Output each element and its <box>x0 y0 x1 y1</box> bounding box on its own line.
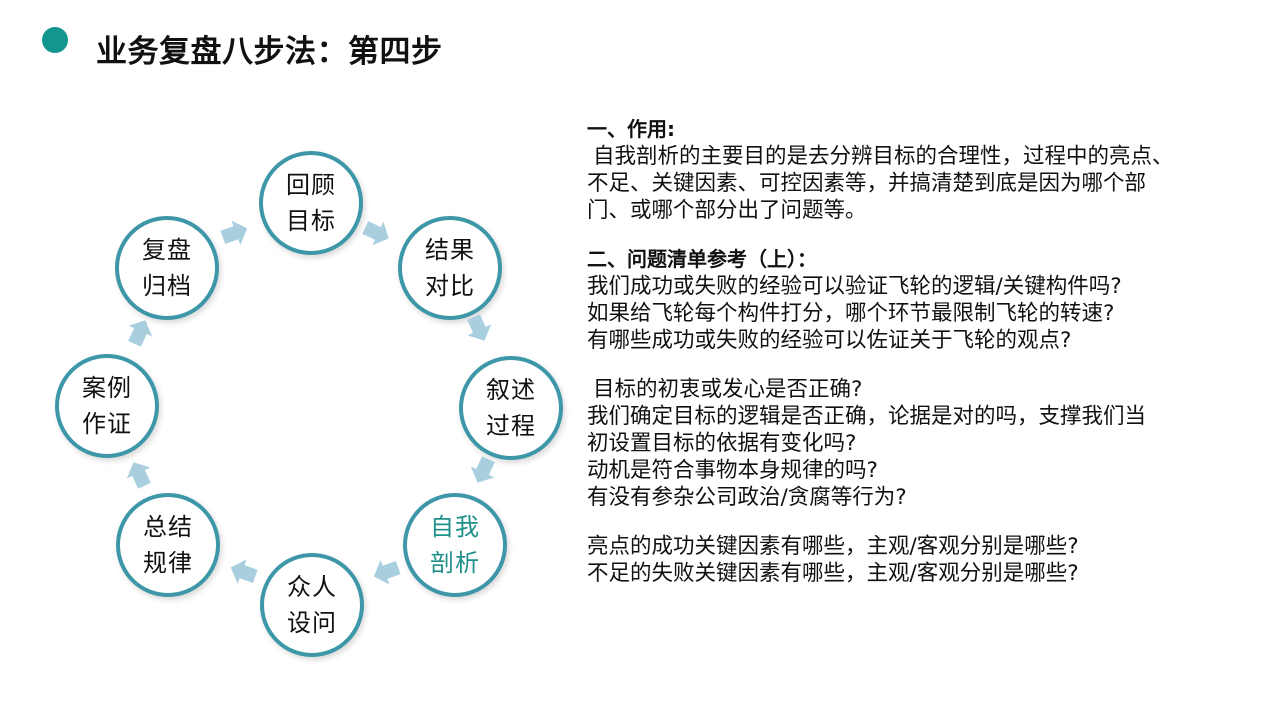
node-label-line1: 结果 <box>425 236 475 264</box>
node-label-line1: 案例 <box>82 374 132 402</box>
review-cycle-diagram: 回顾 目标 结果 对比 叙述 过程 自我 剖析 众人 设问 总结 规律 案例 作… <box>0 0 580 719</box>
step-4-self-analysis-node: 自我 剖析 <box>403 493 507 597</box>
node-label-line2: 对比 <box>425 272 475 300</box>
arrow-right-icon <box>357 213 397 253</box>
step-7-case-evidence-node: 案例 作证 <box>55 354 159 458</box>
question-line: 如果给飞轮每个构件打分，哪个环节最限制飞轮的转速? <box>587 301 1115 326</box>
node-label-line1: 回顾 <box>286 171 336 199</box>
step-8-archive-review-node: 复盘 归档 <box>115 216 219 320</box>
arrow-up-icon <box>120 312 160 352</box>
arrow-right-icon <box>216 214 254 252</box>
node-label-line2: 规律 <box>143 549 193 577</box>
arrow-left-icon <box>367 553 405 591</box>
step-5-group-questions-node: 众人 设问 <box>260 553 364 657</box>
question-line: 初设置目标的依据有变化吗? <box>587 431 857 456</box>
arrow-up-icon <box>119 454 159 494</box>
node-label-line1: 众人 <box>287 573 337 601</box>
step-2-compare-results-node: 结果 对比 <box>398 216 502 320</box>
node-label-line2: 归档 <box>142 272 192 300</box>
question-line: 我们确定目标的逻辑是否正确，论据是对的吗，支撑我们当 <box>587 404 1147 429</box>
purpose-text-line: 不足、关键因素、可控因素等，并搞清楚到底是因为哪个部 <box>587 171 1147 196</box>
node-label-line2: 过程 <box>486 412 536 440</box>
node-label-line1: 自我 <box>430 513 480 541</box>
node-label-line2: 目标 <box>286 207 336 235</box>
node-label-line1: 总结 <box>143 513 193 541</box>
node-label-line1: 复盘 <box>142 236 192 264</box>
step-6-summarize-patterns-node: 总结 规律 <box>116 493 220 597</box>
title-bullet-icon <box>42 27 68 53</box>
description-panel: 一、作用: 自我剖析的主要目的是去分辨目标的合理性，过程中的亮点、 不足、关键因… <box>587 116 1237 587</box>
purpose-text-line: 门、或哪个部分出了问题等。 <box>587 198 867 223</box>
section-heading-questions: 二、问题清单参考（上）： <box>587 247 817 271</box>
question-line: 不足的失败关键因素有哪些，主观/客观分别是哪些? <box>587 561 1079 586</box>
node-label-line2: 设问 <box>287 609 337 637</box>
question-line: 亮点的成功关键因素有哪些，主观/客观分别是哪些? <box>587 534 1079 559</box>
question-line: 目标的初衷或发心是否正确? <box>593 377 863 402</box>
node-label-line1: 叙述 <box>486 376 536 404</box>
question-line: 动机是符合事物本身规律的吗? <box>587 458 878 483</box>
step-3-narrate-process-node: 叙述 过程 <box>459 356 563 460</box>
arrow-left-icon <box>224 553 262 591</box>
arrow-down-icon <box>463 451 503 491</box>
question-line: 有没有参杂公司政治/贪腐等行为? <box>587 485 907 510</box>
purpose-text-line: 自我剖析的主要目的是去分辨目标的合理性，过程中的亮点、 <box>593 144 1174 169</box>
node-label-line2: 作证 <box>82 410 132 438</box>
arrow-down-icon <box>459 309 499 349</box>
section-heading-purpose: 一、作用: <box>587 117 675 141</box>
step-1-review-goal-node: 回顾 目标 <box>259 151 363 255</box>
question-line: 我们成功或失败的经验可以验证飞轮的逻辑/关键构件吗? <box>587 274 1122 299</box>
question-line: 有哪些成功或失败的经验可以佐证关于飞轮的观点? <box>587 328 1072 353</box>
page-title: 业务复盘八步法：第四步 <box>96 34 443 70</box>
node-label-line2: 剖析 <box>430 549 480 577</box>
